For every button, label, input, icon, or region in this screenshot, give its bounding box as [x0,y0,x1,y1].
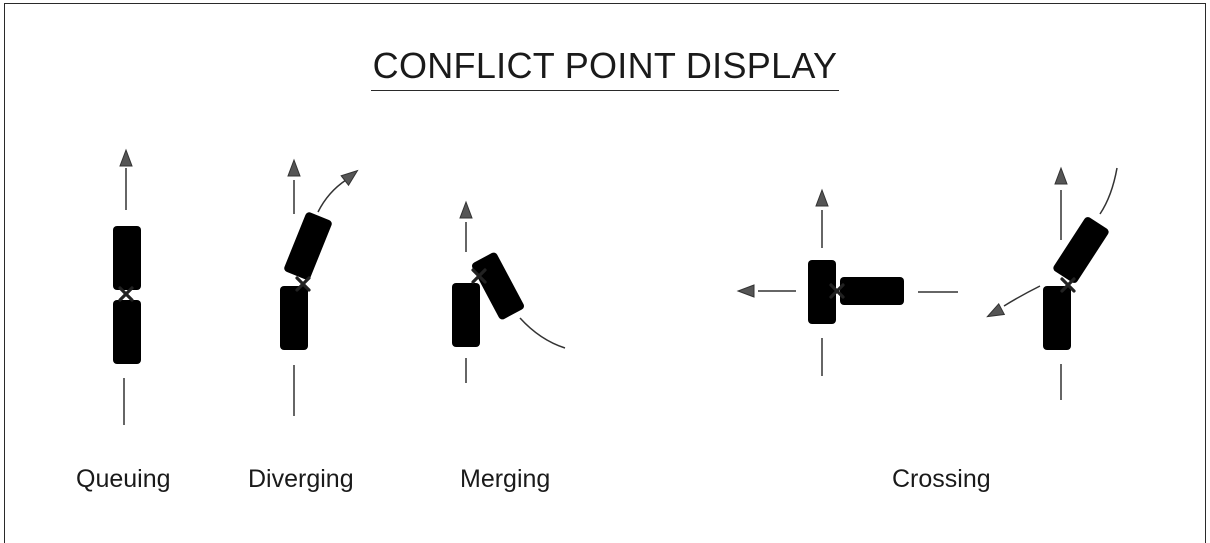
crossing-b-path-left-curve [1003,285,1041,307]
crossing-b-left-arrow [984,303,1005,323]
queuing-lead-car [113,226,141,290]
label-diverging: Diverging [248,465,354,493]
crossing-a-horizontal-car [840,277,904,305]
merging-through-car [452,283,480,347]
label-crossing: Crossing [892,465,991,493]
diverging-turning-car [283,211,333,281]
crossing-scene-b [984,167,1118,400]
queuing-following-car [113,300,141,364]
diagram-title-text: CONFLICT POINT DISPLAY [370,44,840,91]
queuing-arrow [119,149,133,167]
crossing-a-left-arrow [737,284,755,298]
diagram-title: CONFLICT POINT DISPLAY [0,44,1210,91]
merging-arrow [459,201,473,219]
crossing-scene-a [737,189,958,376]
label-merging: Merging [460,465,551,493]
merging-path-curve [519,317,566,349]
diverging-scene [280,159,362,416]
crossing-b-vertical-car [1043,286,1071,350]
queuing-scene [113,149,141,425]
diverging-path-curve [317,179,347,213]
merging-scene [452,201,566,383]
crossing-b-path-arc [1099,167,1118,215]
diverging-straight-arrow [287,159,301,177]
crossing-a-vertical-car [808,260,836,324]
diverging-turn-arrow [340,165,362,186]
crossing-b-up-arrow [1054,167,1068,185]
crossing-a-up-arrow [815,189,829,207]
diverging-straight-car [280,286,308,350]
label-queuing: Queuing [76,465,171,493]
diagram-frame [4,3,1206,543]
